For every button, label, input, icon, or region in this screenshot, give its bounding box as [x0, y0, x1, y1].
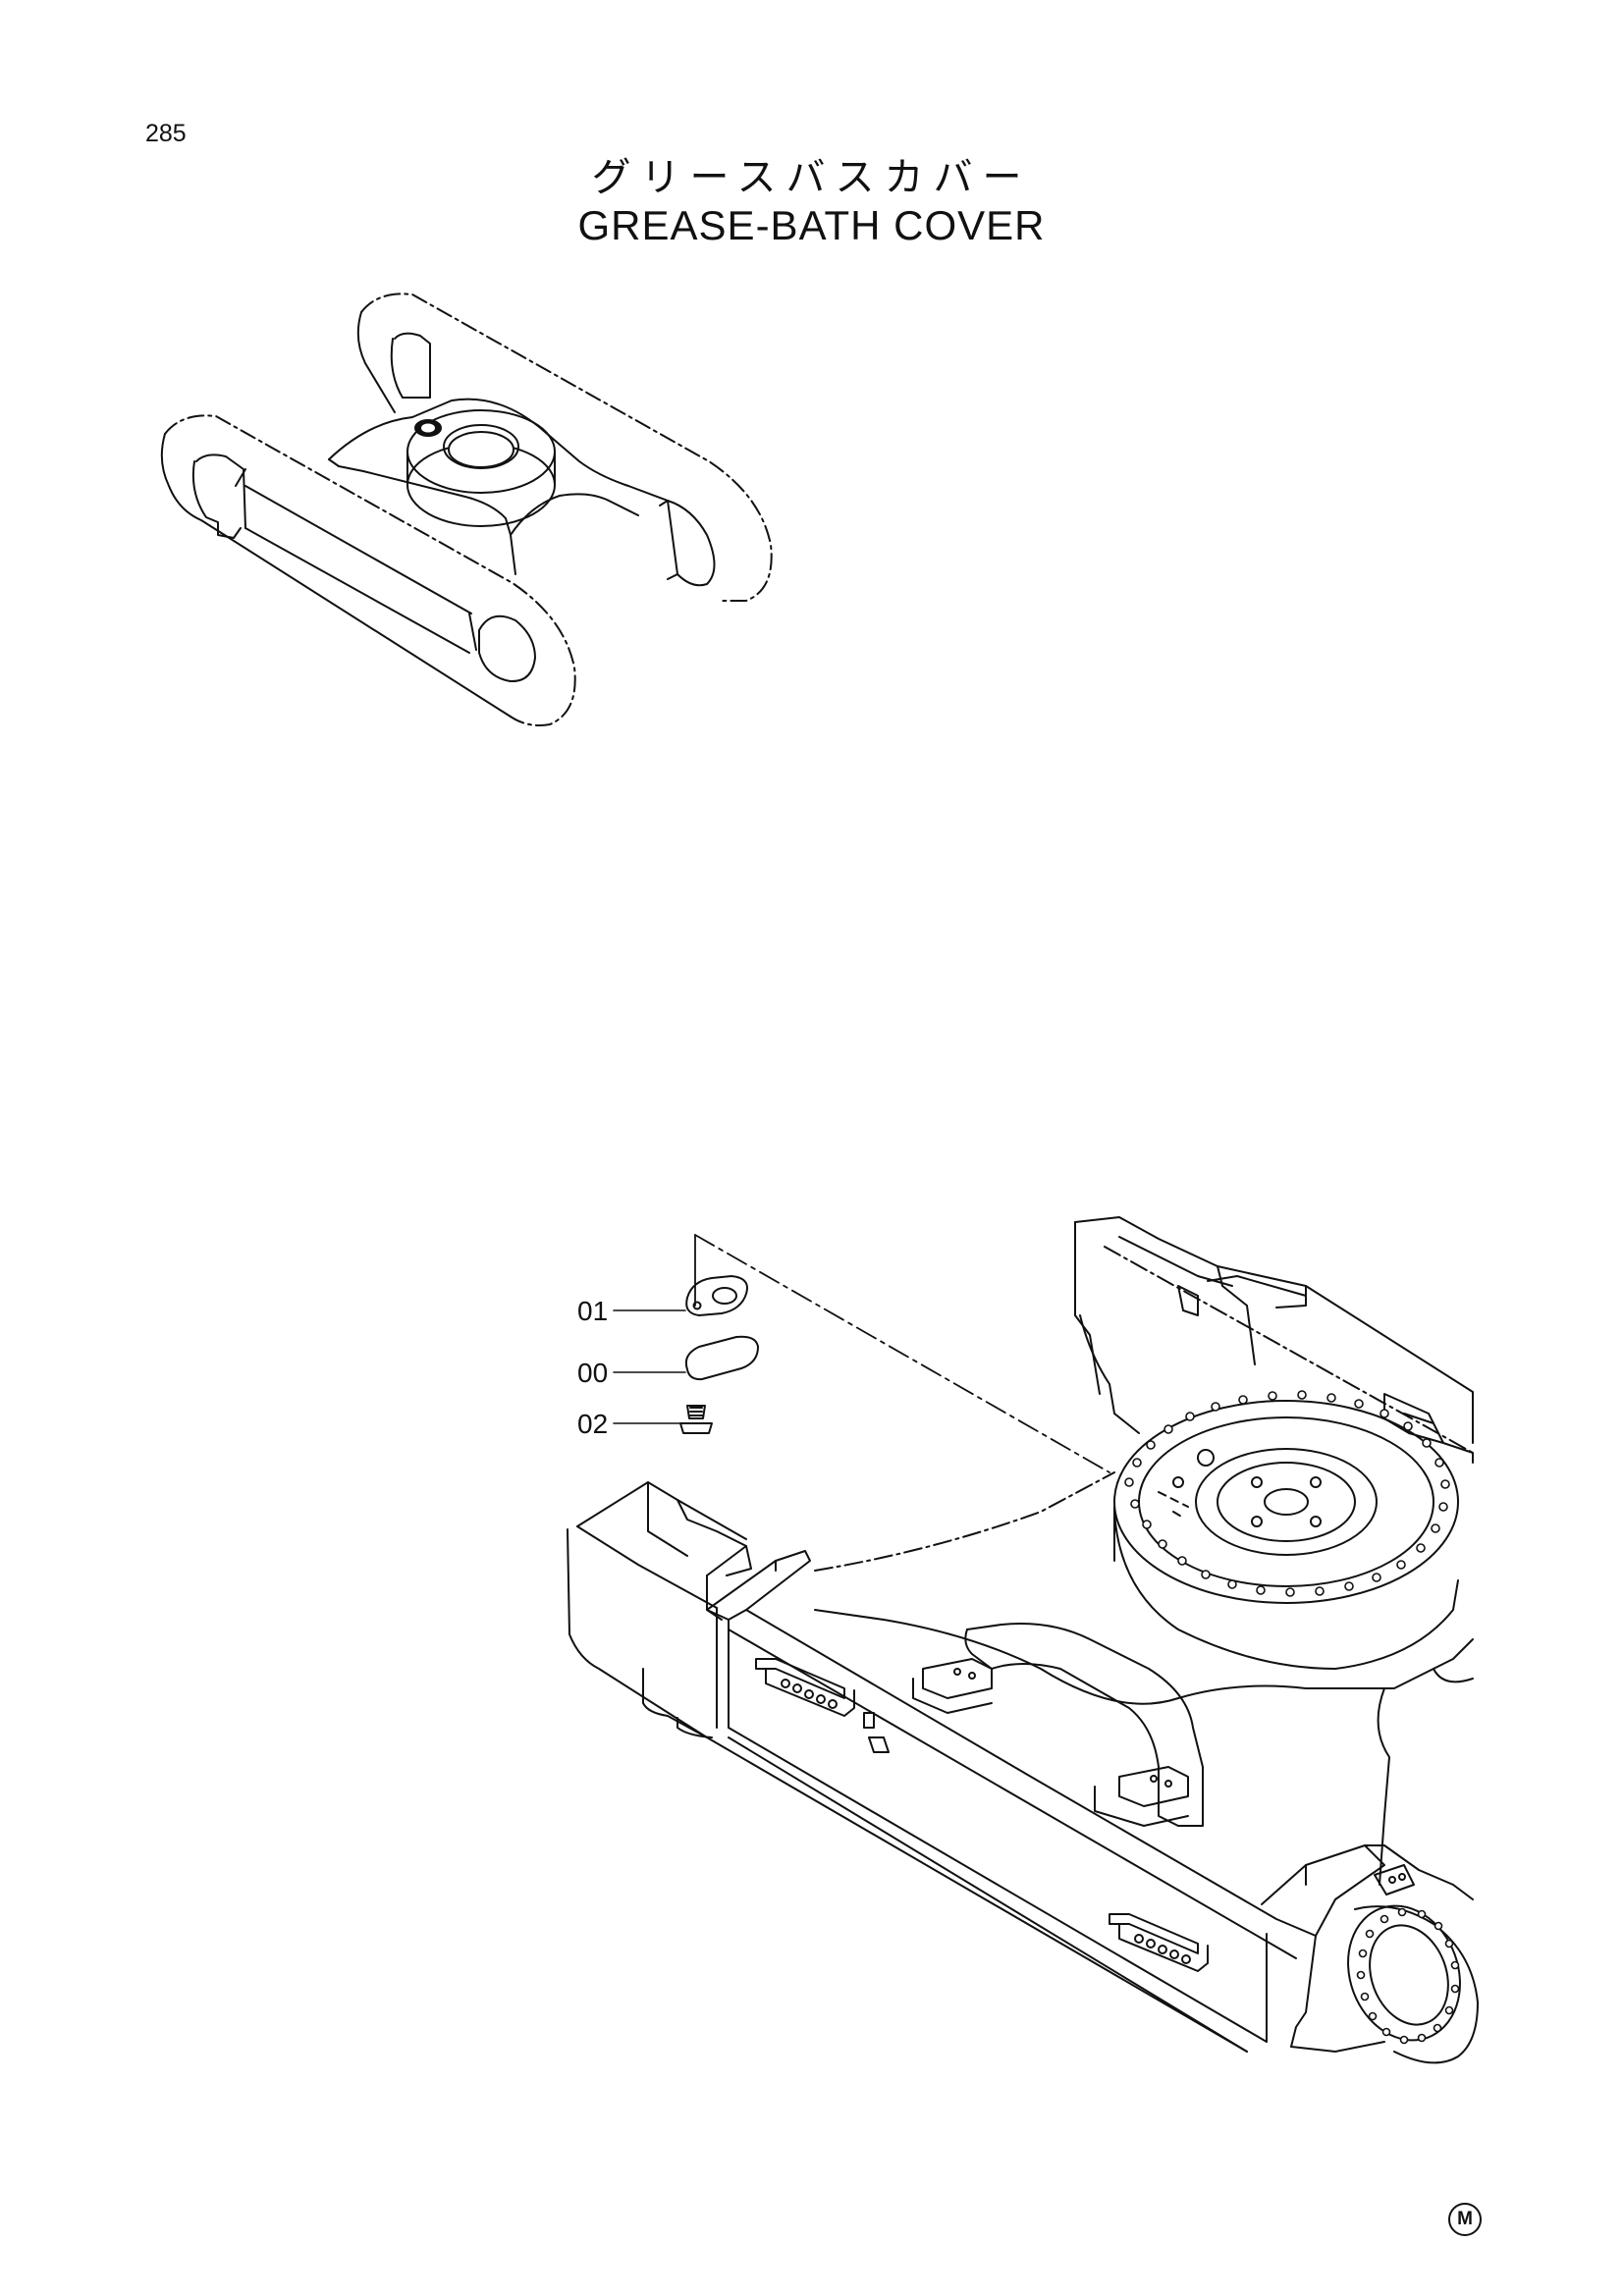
page-number: 285	[145, 120, 187, 147]
callout-label-00: 00	[577, 1358, 609, 1388]
title-english: GREASE-BATH COVER	[577, 202, 1046, 248]
callout-label-02: 02	[577, 1409, 609, 1439]
circled-m-icon: M	[1448, 2203, 1482, 2236]
overview-undercarriage-drawing	[160, 293, 773, 726]
detail-track-frame-drawing	[567, 1216, 1479, 2064]
title-japanese: グリースバスカバー	[591, 155, 1032, 200]
callout-label-01: 01	[577, 1296, 609, 1326]
